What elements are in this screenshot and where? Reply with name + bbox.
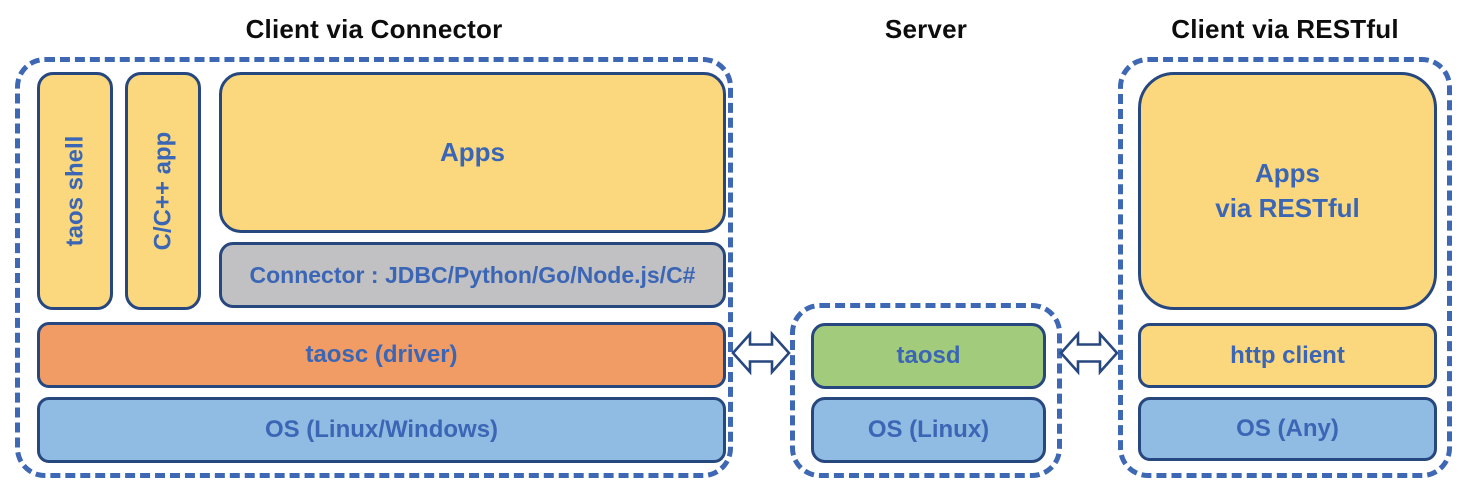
os-linux-windows-box: OS (Linux/Windows) [37,397,726,463]
apps-via-restful-box: Apps via RESTful [1138,72,1437,310]
section-title-server: Server [884,14,968,44]
taosc-driver-label: taosc (driver) [305,341,458,368]
section-title-client-connector: Client via Connector [245,14,503,44]
os-any-box: OS (Any) [1138,397,1437,461]
cpp-app-box: C/C++ app [125,72,201,310]
apps-box: Apps [219,72,726,233]
os-linux-windows-label: OS (Linux/Windows) [264,416,499,443]
apps-label: Apps [440,137,505,167]
taos-shell-label: taos shell [61,135,88,247]
taosd-label: taosd [896,342,961,369]
http-client-box: http client [1138,323,1437,388]
os-any-label: OS (Any) [1236,415,1339,442]
cpp-app-label: C/C++ app [149,131,177,251]
client-restful-panel: Apps via RESTful http client OS (Any) [1118,57,1452,478]
os-linux-box: OS (Linux) [811,397,1046,463]
apps-via-restful-line1: Apps [1254,157,1320,188]
section-title-client-restful: Client via RESTful [1171,14,1399,44]
connector-box: Connector : JDBC/Python/Go/Node.js/C# [219,242,726,308]
taosc-driver-box: taosc (driver) [37,322,726,388]
taos-shell-box: taos shell [37,72,113,310]
taosd-box: taosd [811,323,1046,389]
apps-via-restful-label: Apps via RESTful [1215,156,1359,226]
os-linux-label: OS (Linux) [867,416,990,443]
client-connector-panel: taos shell C/C++ app Apps Connector : JD… [15,57,733,478]
server-panel: taosd OS (Linux) [790,303,1062,478]
http-client-label: http client [1230,341,1345,369]
bidirectional-arrow-icon [731,330,791,376]
bidirectional-arrow-icon [1059,330,1119,376]
apps-via-restful-line2: via RESTful [1215,193,1360,223]
connector-label: Connector : JDBC/Python/Go/Node.js/C# [249,261,696,288]
